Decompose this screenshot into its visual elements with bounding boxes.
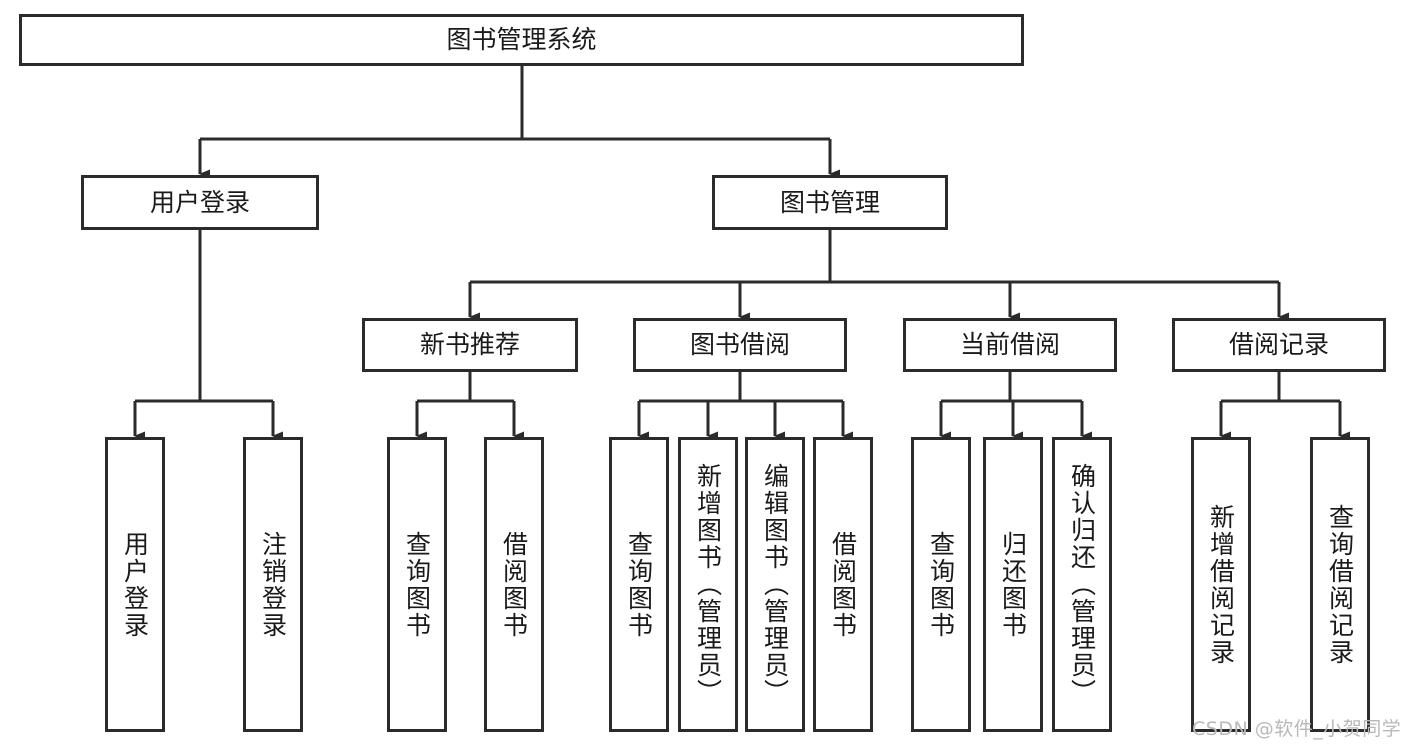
node-label: 新增图书（管理员） xyxy=(693,463,723,706)
node-leaf-query-book-1[interactable]: 查询图书 xyxy=(387,437,447,732)
node-label: 确认归还（管理员） xyxy=(1067,463,1097,706)
node-label: 归还图书 xyxy=(998,530,1028,639)
node-label: 注销登录 xyxy=(258,530,288,639)
node-leaf-confirm-return[interactable]: 确认归还（管理员） xyxy=(1052,437,1112,732)
node-leaf-borrow-book-1[interactable]: 借阅图书 xyxy=(484,437,544,732)
node-leaf-query-book-2[interactable]: 查询图书 xyxy=(609,437,669,732)
node-current-borrow[interactable]: 当前借阅 xyxy=(903,318,1117,372)
node-label: 图书管理 xyxy=(779,187,880,217)
node-label: 图书借阅 xyxy=(689,330,790,360)
node-leaf-query-record[interactable]: 查询借阅记录 xyxy=(1310,437,1370,732)
node-new-book-rec[interactable]: 新书推荐 xyxy=(362,318,578,372)
node-label: 编辑图书（管理员） xyxy=(760,463,790,706)
node-book-borrow[interactable]: 图书借阅 xyxy=(633,318,847,372)
node-leaf-add-record[interactable]: 新增借阅记录 xyxy=(1191,437,1251,732)
node-label: 图书管理系统 xyxy=(446,25,597,55)
node-leaf-return-book[interactable]: 归还图书 xyxy=(983,437,1043,732)
node-label: 借阅图书 xyxy=(499,530,529,639)
node-leaf-borrow-book-2[interactable]: 借阅图书 xyxy=(813,437,873,732)
node-borrow-record[interactable]: 借阅记录 xyxy=(1172,318,1386,372)
node-leaf-query-book-3[interactable]: 查询图书 xyxy=(911,437,971,732)
node-label: 当前借阅 xyxy=(959,330,1060,360)
node-leaf-add-book[interactable]: 新增图书（管理员） xyxy=(678,437,738,732)
node-book-manage[interactable]: 图书管理 xyxy=(712,175,948,230)
node-root[interactable]: 图书管理系统 xyxy=(19,14,1024,66)
node-leaf-user-login[interactable]: 用户登录 xyxy=(105,437,165,732)
node-label: 新书推荐 xyxy=(419,330,520,360)
node-label: 借阅图书 xyxy=(828,530,858,639)
node-label: 新增借阅记录 xyxy=(1206,503,1236,666)
node-label: 查询借阅记录 xyxy=(1325,503,1355,666)
node-label: 查询图书 xyxy=(402,530,432,639)
node-label: 查询图书 xyxy=(926,530,956,639)
node-user-login[interactable]: 用户登录 xyxy=(81,175,319,230)
node-label: 用户登录 xyxy=(149,187,250,217)
node-leaf-user-logout[interactable]: 注销登录 xyxy=(243,437,303,732)
node-label: 查询图书 xyxy=(624,530,654,639)
node-leaf-edit-book[interactable]: 编辑图书（管理员） xyxy=(745,437,805,732)
node-label: 用户登录 xyxy=(120,530,150,639)
node-label: 借阅记录 xyxy=(1228,330,1329,360)
